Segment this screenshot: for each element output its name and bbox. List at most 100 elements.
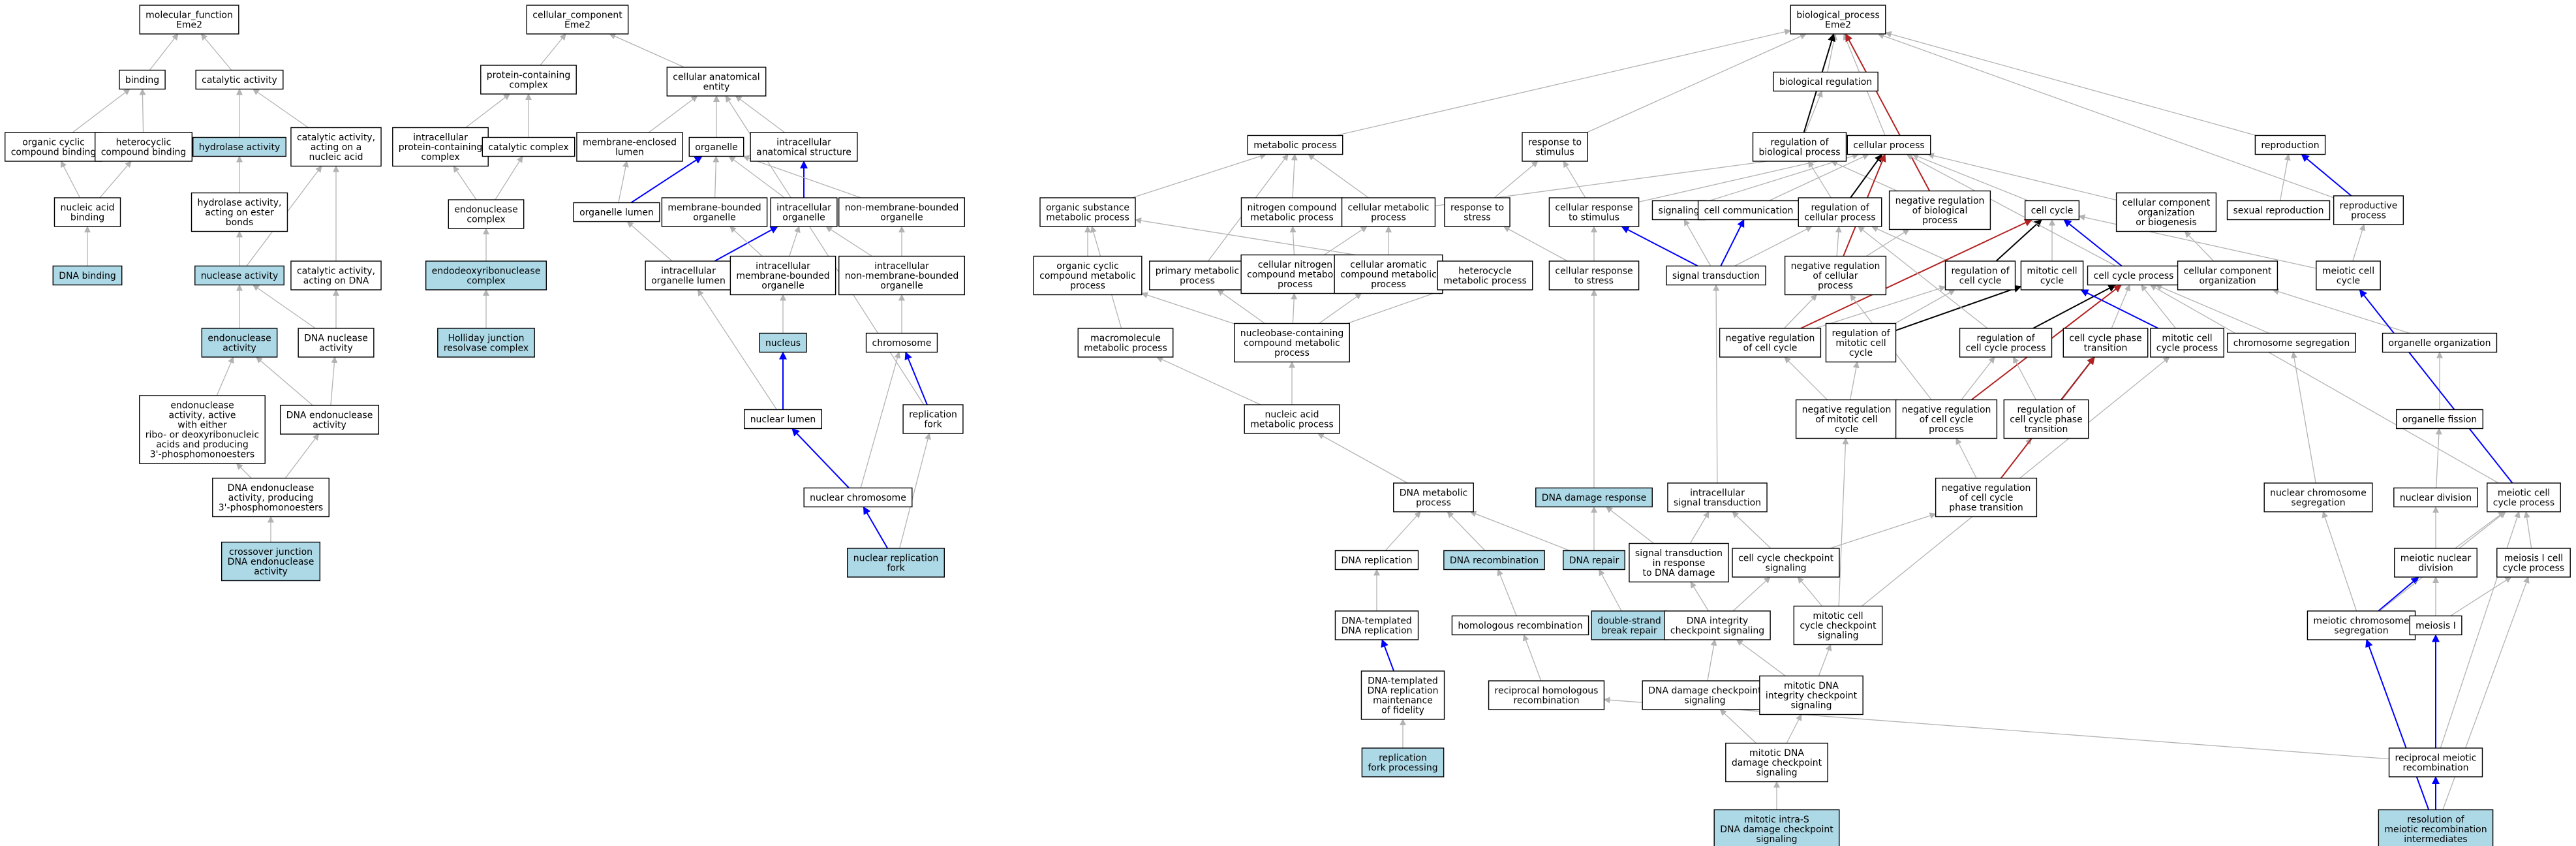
is-a-edge (1797, 576, 1822, 606)
node-label-line: complex (467, 276, 505, 287)
node-label-line: Eme2 (1825, 20, 1851, 31)
node-box (139, 395, 266, 464)
node-box (2177, 260, 2278, 290)
is-a-edge (2352, 224, 2366, 262)
part-of-edge (630, 155, 703, 204)
is-a-edge (1689, 511, 1710, 544)
is-a-edge (1719, 709, 1756, 744)
node-label-line: signal transduction (1672, 271, 1760, 281)
node-label-line: catalytic activity, (297, 133, 375, 143)
node-label-line: Holliday junction (448, 334, 524, 344)
node-box (645, 260, 732, 290)
part-of-edge (1720, 219, 1745, 266)
go-term-node: DNA repair (1563, 550, 1625, 571)
node-label-line: cellular metabolic (1348, 203, 1430, 213)
node-label-line: transition (2025, 424, 2068, 435)
node-box (4, 132, 103, 162)
node-label-line: negative regulation (1902, 405, 1991, 415)
node-box (770, 197, 838, 227)
go-term-node: organelle organization (2382, 332, 2498, 353)
node-label-line: hydrolase activity, (198, 198, 282, 208)
node-label-line: metabolic process (1250, 420, 1334, 430)
node-box (279, 405, 380, 435)
node-box (1437, 260, 1533, 290)
node-label: DNA repair (1569, 556, 1619, 566)
node-label: biological regulation (1779, 77, 1872, 87)
node-label-line: metabolic process (1250, 213, 1334, 223)
node-label-line: macromolecule (1090, 334, 1161, 344)
is-a-edge (1217, 289, 1265, 324)
node-label-line: process (1818, 281, 1853, 291)
node-label: DNA binding (59, 271, 115, 281)
negatively-regulates-edge (1845, 33, 1931, 191)
is-a-edge (1884, 31, 2256, 136)
node-label-line: nucleus (765, 338, 801, 349)
node-label: organelle organization (2389, 338, 2491, 349)
node-label: organelle (695, 142, 737, 153)
part-of-edge (863, 506, 889, 549)
node-box (1959, 328, 2053, 358)
node-box (2393, 487, 2478, 508)
node-box (2254, 134, 2326, 155)
node-label-line: process (1929, 424, 1964, 435)
node-label-line: mitotic DNA (1784, 681, 1839, 691)
node-label-line: meiotic recombination (2384, 824, 2487, 835)
node-label-line: negative regulation (1726, 334, 1815, 344)
node-label-line: complex (421, 152, 459, 163)
node-label-line: DNA integrity (1687, 616, 1748, 627)
node-label-line: signaling (1756, 768, 1797, 778)
node-box (2378, 809, 2494, 846)
node-label-line: organelle (782, 213, 825, 223)
node-label-line: checkpoint signaling (1670, 626, 1764, 636)
node-label-line: intracellular (413, 133, 468, 143)
node-box (94, 132, 193, 162)
node-box (902, 404, 964, 434)
node-box (54, 197, 121, 227)
node-label-line: negative regulation (1802, 405, 1892, 415)
node-label-line: replication (909, 410, 957, 420)
node-label-line: membrane-bounded (667, 203, 761, 213)
node-label-line: DNA repair (1569, 556, 1619, 566)
node-box (1725, 742, 1828, 783)
node-label-line: signaling (1765, 563, 1806, 574)
part-of-edge (714, 226, 778, 262)
node-label-line: activity (254, 567, 288, 577)
node-label-line: fork (887, 563, 905, 574)
node-label-line: activity, producing (228, 493, 314, 503)
is-a-edge (1156, 356, 1261, 405)
node-label-line: reproductive (2340, 201, 2398, 212)
node-label: binding (125, 75, 159, 86)
